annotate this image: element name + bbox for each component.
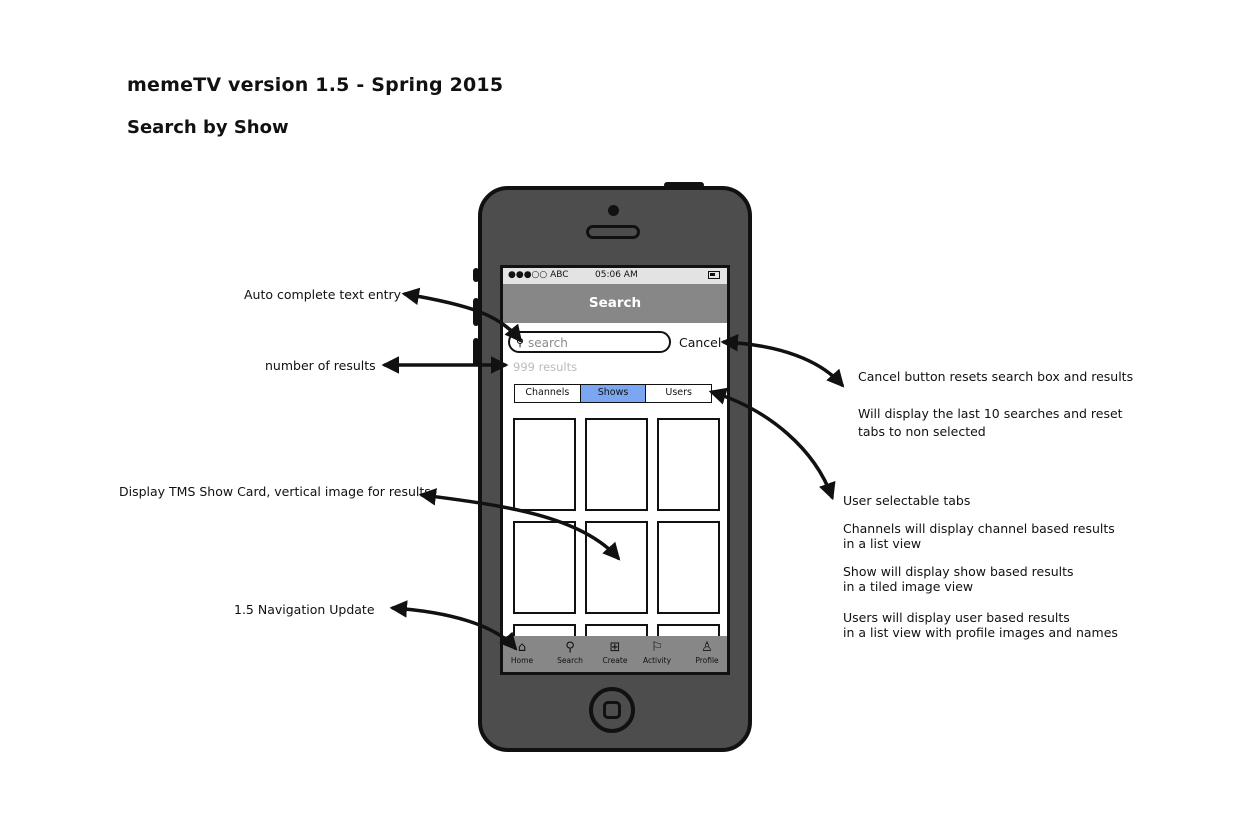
tabbar-search-label: Search <box>557 656 583 665</box>
flag-icon: ⚐ <box>651 640 663 655</box>
phone-home-button[interactable] <box>589 687 635 733</box>
annotation-autocomplete: Auto complete text entry <box>244 287 402 302</box>
phone-screen: ●●●○○ ABC 05:06 AM Search ⚲ Cancel 999 r… <box>500 265 730 675</box>
phone-camera <box>608 205 619 216</box>
tabbar-create-label: Create <box>602 656 628 665</box>
home-icon: ⌂ <box>517 640 527 655</box>
results-count: 999 results <box>513 360 578 374</box>
bottom-tab-bar: ⌂ Home ⚲ Search ⊞ Create ⚐ Activity ♙ Pr… <box>503 636 727 672</box>
profile-icon: ♙ <box>701 640 713 655</box>
arrow-cancel <box>720 334 845 388</box>
tabbar-create[interactable]: ⊞ Create <box>593 640 637 665</box>
tab-channels[interactable]: Channels <box>515 385 581 402</box>
arrow-navigation <box>389 600 518 651</box>
annotation-tabs-channels-2: in a list view <box>843 536 922 551</box>
annotation-show-card: Display TMS Show Card, vertical image fo… <box>119 484 431 499</box>
phone-mute-switch <box>473 268 479 282</box>
page-subtitle: Search by Show <box>127 117 289 138</box>
home-square-icon <box>603 701 621 719</box>
tab-shows[interactable]: Shows <box>580 385 647 402</box>
annotation-tabs-users-1: Users will display user based results <box>843 610 1070 625</box>
phone-speaker <box>586 225 640 239</box>
search-icon: ⚲ <box>565 640 575 655</box>
search-box[interactable]: ⚲ <box>508 331 671 353</box>
search-input[interactable] <box>528 334 663 351</box>
annotation-tabs-users-2: in a list view with profile images and n… <box>843 625 1118 640</box>
arrow-tabs <box>708 387 836 501</box>
annotation-cancel-detail-1: Will display the last 10 searches and re… <box>858 406 1123 421</box>
annotation-tabs-title: User selectable tabs <box>843 493 971 508</box>
phone-volume-down <box>473 338 479 366</box>
cancel-button[interactable]: Cancel <box>679 335 722 350</box>
tabbar-profile-label: Profile <box>695 656 719 665</box>
annotation-tabs-shows-2: in a tiled image view <box>843 579 974 594</box>
tabbar-home-label: Home <box>510 656 534 665</box>
arrow-show-card <box>418 488 621 561</box>
tabbar-home[interactable]: ⌂ Home <box>503 640 544 665</box>
show-card[interactable] <box>657 521 720 614</box>
annotation-results-count: number of results <box>265 358 376 373</box>
nav-title: Search <box>503 284 727 323</box>
status-bar: ●●●○○ ABC 05:06 AM <box>503 268 727 284</box>
plus-square-icon: ⊞ <box>609 640 621 655</box>
annotation-cancel: Cancel button resets search box and resu… <box>858 369 1134 384</box>
annotation-navigation: 1.5 Navigation Update <box>234 602 375 617</box>
tabbar-profile[interactable]: ♙ Profile <box>685 640 727 665</box>
battery-icon <box>708 271 720 279</box>
signal-carrier: ●●●○○ ABC <box>508 270 569 280</box>
annotation-tabs-channels-1: Channels will display channel based resu… <box>843 521 1115 536</box>
phone-power-button <box>664 182 704 188</box>
segmented-tabs: Channels Shows Users <box>514 384 712 403</box>
annotation-cancel-detail-2: tabs to non selected <box>858 424 986 439</box>
tabbar-activity-label: Activity <box>642 656 672 665</box>
tab-users[interactable]: Users <box>646 385 712 402</box>
arrow-autocomplete <box>401 287 523 343</box>
tabbar-activity[interactable]: ⚐ Activity <box>635 640 679 665</box>
status-time: 05:06 AM <box>595 270 638 280</box>
annotation-tabs-shows-1: Show will display show based results <box>843 564 1074 579</box>
page-title: memeTV version 1.5 - Spring 2015 <box>127 74 504 96</box>
tabbar-search[interactable]: ⚲ Search <box>548 640 592 665</box>
